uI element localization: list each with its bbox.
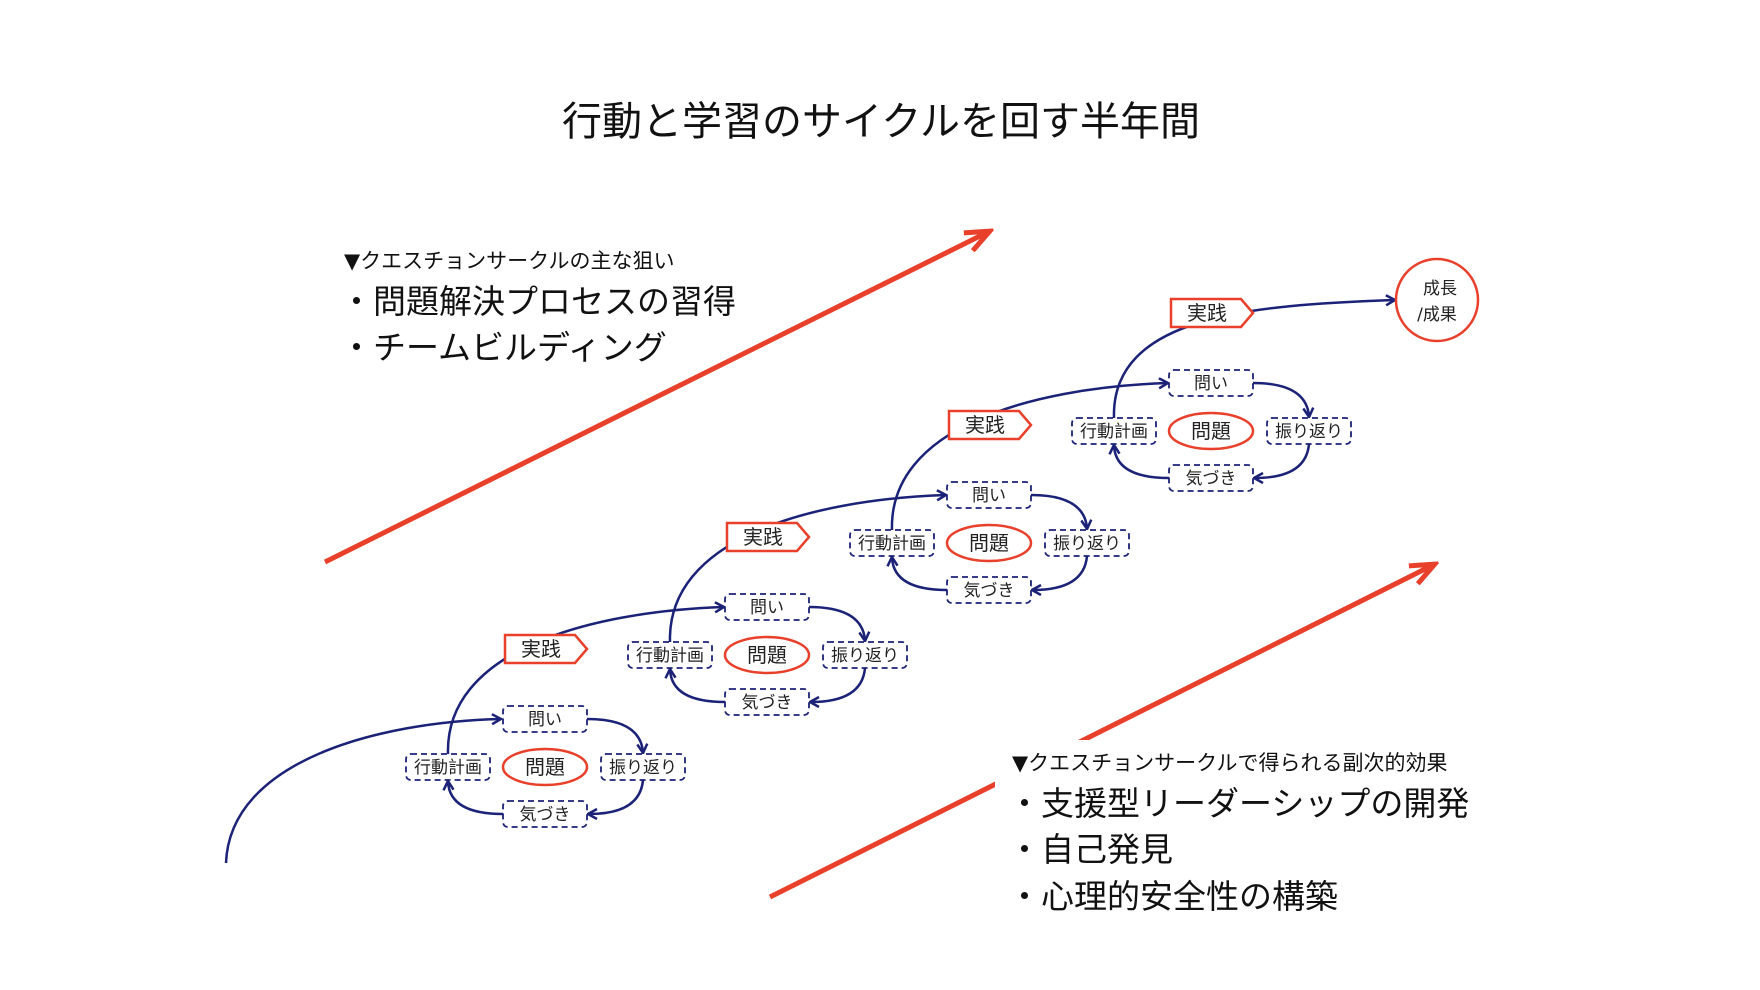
arrow-plan-to-practice bbox=[1112, 300, 1394, 419]
practice-label: 実践 bbox=[1187, 301, 1227, 325]
effect-item: ・支援型リーダーシップの開発 bbox=[1008, 784, 1469, 823]
insight-box-label: 気づき bbox=[742, 693, 793, 713]
goal-item: ・チームビルディング bbox=[340, 328, 667, 367]
insight-box: 気づき bbox=[1168, 464, 1254, 492]
arrow-plan-to-practice bbox=[668, 495, 945, 643]
question-box: 問い bbox=[946, 481, 1032, 509]
practice-tag: 実践 bbox=[947, 409, 1033, 441]
problem-label: 問題 bbox=[969, 531, 1009, 555]
reflection-box: 振り返り bbox=[822, 641, 908, 669]
action-plan-box: 行動計画 bbox=[1071, 417, 1157, 445]
arrow-reflection-to-insight bbox=[1033, 555, 1089, 590]
question-box: 問い bbox=[724, 593, 810, 621]
question-box-label: 問い bbox=[528, 710, 562, 730]
question-box: 問い bbox=[1168, 369, 1254, 397]
action-plan-box: 行動計画 bbox=[627, 641, 713, 669]
reflection-box: 振り返り bbox=[600, 753, 686, 781]
action-plan-box: 行動計画 bbox=[849, 529, 935, 557]
question-box-label: 問い bbox=[1194, 374, 1228, 394]
action-plan-box: 行動計画 bbox=[405, 753, 491, 781]
problem-label: 問題 bbox=[525, 755, 565, 779]
goals-block: ▼クエスチョンサークルの主な狙い ・問題解決プロセスの習得 ・チームビルディング bbox=[340, 249, 736, 367]
question-box-label: 問い bbox=[750, 598, 784, 618]
effect-item: ・心理的安全性の構築 bbox=[1008, 877, 1338, 916]
question-box-label: 問い bbox=[972, 486, 1006, 506]
problem-ellipse: 問題 bbox=[723, 635, 811, 675]
arrow-insight-to-plan bbox=[1114, 446, 1170, 480]
insight-box-label: 気づき bbox=[964, 581, 1015, 601]
reflection-box-label: 振り返り bbox=[831, 646, 899, 666]
problem-label: 問題 bbox=[1191, 419, 1231, 443]
action-plan-box-label: 行動計画 bbox=[858, 534, 926, 554]
insight-box: 気づき bbox=[724, 688, 810, 716]
problem-ellipse: 問題 bbox=[945, 523, 1033, 563]
arrow-question-to-reflection bbox=[808, 605, 865, 640]
practice-tag: 実践 bbox=[503, 633, 589, 665]
practice-label: 実践 bbox=[743, 525, 783, 549]
effects-header: ▼クエスチョンサークルで得られる副次的効果 bbox=[1012, 751, 1448, 775]
arrow-insight-to-plan bbox=[892, 558, 948, 592]
insight-box-label: 気づき bbox=[520, 805, 571, 825]
practice-label: 実践 bbox=[965, 413, 1005, 437]
arrow-reflection-to-insight bbox=[589, 779, 645, 814]
arrow-insight-to-plan bbox=[448, 782, 504, 816]
goal-circle-line2: /成果 bbox=[1417, 305, 1457, 325]
arrow-plan-to-practice bbox=[446, 607, 723, 755]
effect-item: ・自己発見 bbox=[1008, 830, 1173, 869]
problem-ellipse: 問題 bbox=[501, 747, 589, 787]
insight-box: 気づき bbox=[502, 800, 588, 828]
goal-item: ・問題解決プロセスの習得 bbox=[340, 282, 736, 321]
goal-circle: 成長 /成果 bbox=[1394, 257, 1480, 343]
arrow-plan-to-practice bbox=[890, 383, 1167, 531]
reflection-box: 振り返り bbox=[1044, 529, 1130, 557]
arrow-question-to-reflection bbox=[1030, 493, 1087, 528]
practice-tag: 実践 bbox=[1169, 297, 1255, 329]
entry-arrow bbox=[224, 719, 500, 864]
growth-arrow-upper bbox=[323, 232, 988, 565]
action-plan-box-label: 行動計画 bbox=[636, 646, 704, 666]
practice-tag: 実践 bbox=[725, 521, 811, 553]
insight-box: 気づき bbox=[946, 576, 1032, 604]
arrow-insight-to-plan bbox=[670, 670, 726, 704]
arrow-reflection-to-insight bbox=[811, 667, 867, 702]
reflection-box-label: 振り返り bbox=[1275, 422, 1343, 442]
growth-arrow-lower bbox=[768, 565, 1433, 900]
problem-label: 問題 bbox=[747, 643, 787, 667]
cycles-group: 問い行動計画振り返り気づき問題実践問い行動計画振り返り気づき問題実践問い行動計画… bbox=[224, 297, 1394, 864]
insight-box-label: 気づき bbox=[1186, 469, 1237, 489]
reflection-box: 振り返り bbox=[1266, 417, 1352, 445]
question-box: 問い bbox=[502, 705, 588, 733]
effects-block: ▼クエスチョンサークルで得られる副次的効果 ・支援型リーダーシップの開発 ・自己… bbox=[995, 740, 1515, 920]
goals-header: ▼クエスチョンサークルの主な狙い bbox=[344, 249, 675, 273]
reflection-box-label: 振り返り bbox=[1053, 534, 1121, 554]
goal-circle-line1: 成長 bbox=[1423, 279, 1457, 299]
arrow-question-to-reflection bbox=[586, 717, 643, 752]
arrow-reflection-to-insight bbox=[1255, 443, 1311, 478]
action-plan-box-label: 行動計画 bbox=[1080, 422, 1148, 442]
reflection-box-label: 振り返り bbox=[609, 758, 677, 778]
page-title: 行動と学習のサイクルを回す半年間 bbox=[562, 99, 1200, 145]
practice-label: 実践 bbox=[521, 637, 561, 661]
arrow-question-to-reflection bbox=[1252, 381, 1309, 416]
action-plan-box-label: 行動計画 bbox=[414, 758, 482, 778]
problem-ellipse: 問題 bbox=[1167, 411, 1255, 451]
